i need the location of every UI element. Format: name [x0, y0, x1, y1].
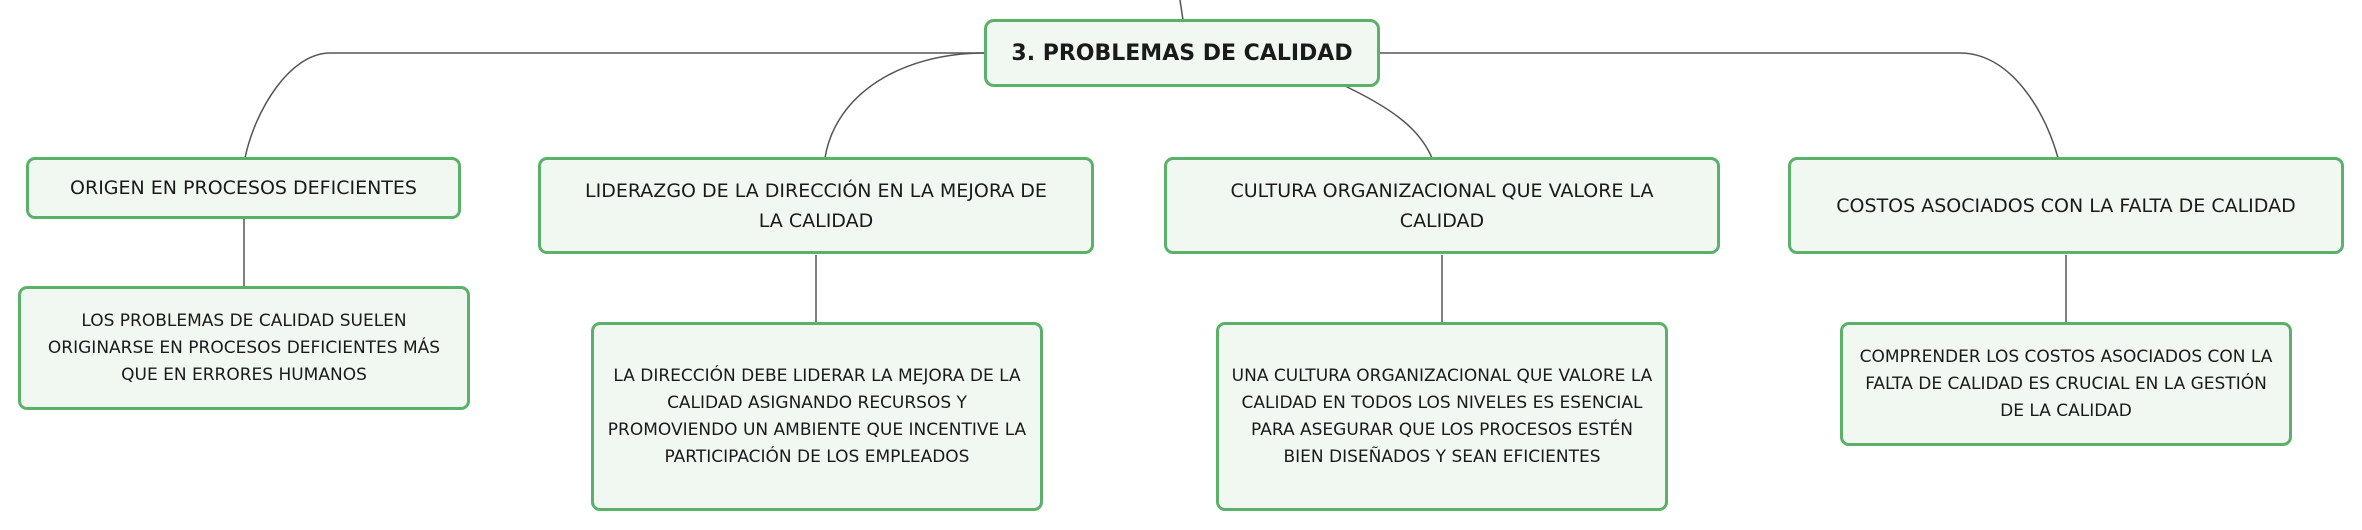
connector-root-to-branch-4 — [1380, 52, 2059, 159]
connector-root-to-branch-1 — [244, 52, 985, 159]
connector-root-to-parent — [1179, 0, 1184, 21]
connector-root-to-branch-3 — [1344, 85, 1433, 159]
branch-topic-cultura-organizacional[interactable]: CULTURA ORGANIZACIONAL QUE VALORE LA CAL… — [1164, 157, 1720, 254]
detail-topic-text: COMPRENDER LOS COSTOS ASOCIADOS CON LA F… — [1859, 346, 2273, 421]
detail-topic-text: UNA CULTURA ORGANIZACIONAL QUE VALORE LA… — [1231, 365, 1653, 467]
detail-topic-origen-procesos[interactable]: LOS PROBLEMAS DE CALIDAD SUELEN ORIGINAR… — [18, 286, 470, 410]
root-topic[interactable]: 3. PROBLEMAS DE CALIDAD — [984, 19, 1380, 87]
detail-topic-costos-falta-calidad[interactable]: COMPRENDER LOS COSTOS ASOCIADOS CON LA F… — [1840, 322, 2292, 446]
branch-topic-label: ORIGEN EN PROCESOS DEFICIENTES — [70, 177, 417, 199]
detail-topic-text: LA DIRECCIÓN DEBE LIDERAR LA MEJORA DE L… — [607, 365, 1027, 467]
branch-topic-liderazgo-direccion[interactable]: LIDERAZGO DE LA DIRECCIÓN EN LA MEJORA D… — [538, 157, 1094, 254]
connector-root-to-branch-2 — [824, 52, 986, 159]
detail-topic-text: LOS PROBLEMAS DE CALIDAD SUELEN ORIGINAR… — [47, 310, 441, 385]
detail-topic-cultura-organizacional[interactable]: UNA CULTURA ORGANIZACIONAL QUE VALORE LA… — [1216, 322, 1668, 511]
root-topic-label: 3. PROBLEMAS DE CALIDAD — [1011, 40, 1353, 66]
branch-topic-label: CULTURA ORGANIZACIONAL QUE VALORE LA CAL… — [1230, 179, 1654, 232]
detail-topic-liderazgo-direccion[interactable]: LA DIRECCIÓN DEBE LIDERAR LA MEJORA DE L… — [591, 322, 1043, 511]
branch-topic-origen-procesos[interactable]: ORIGEN EN PROCESOS DEFICIENTES — [26, 157, 461, 219]
branch-topic-costos-falta-calidad[interactable]: COSTOS ASOCIADOS CON LA FALTA DE CALIDAD — [1788, 157, 2344, 254]
branch-topic-label: LIDERAZGO DE LA DIRECCIÓN EN LA MEJORA D… — [585, 179, 1047, 232]
branch-topic-label: COSTOS ASOCIADOS CON LA FALTA DE CALIDAD — [1836, 194, 2296, 217]
